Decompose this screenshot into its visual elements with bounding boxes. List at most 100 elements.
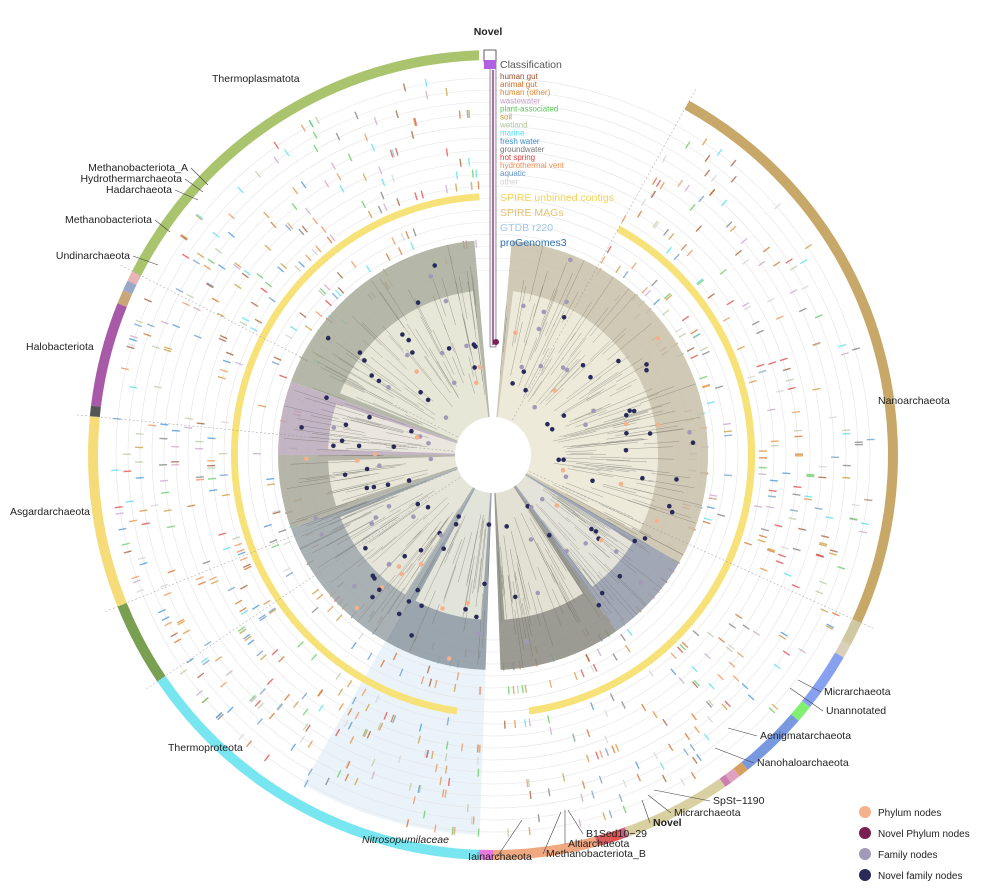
habitat-tick — [842, 476, 851, 479]
habitat-tick — [121, 542, 130, 546]
tree-branch — [423, 577, 436, 601]
habitat-tick — [804, 495, 813, 498]
habitat-tick — [806, 473, 815, 476]
habitat-tick — [704, 154, 711, 163]
habitat-tick — [182, 629, 191, 635]
habitat-tick — [445, 87, 448, 96]
habitat-tick — [792, 547, 801, 552]
habitat-tick — [151, 345, 160, 350]
tree-branch — [329, 495, 399, 525]
tree-node — [405, 352, 410, 358]
tree-branch — [576, 561, 611, 605]
habitat-tick — [724, 474, 733, 477]
habitat-tick — [405, 231, 410, 240]
tree-node — [370, 594, 375, 600]
tree-node — [623, 448, 629, 453]
tree-branch — [561, 359, 578, 378]
habitat-tick — [757, 539, 766, 543]
habitat-tick — [254, 170, 262, 178]
tree-branch — [457, 532, 473, 583]
tree-branch — [605, 438, 643, 443]
habitat-tick — [441, 789, 445, 798]
habitat-tick — [527, 779, 530, 788]
tree-branch — [327, 474, 405, 493]
habitat-tick — [706, 715, 714, 723]
habitat-tick — [244, 635, 252, 642]
habitat-tick — [591, 790, 595, 799]
habitat-tick — [453, 827, 456, 836]
tree-branch — [443, 324, 455, 353]
habitat-tick — [648, 670, 655, 678]
habitat-tick — [653, 298, 660, 306]
tree-node — [369, 521, 375, 526]
habitat-tick — [173, 638, 182, 644]
tree-branch — [432, 295, 447, 330]
tree-node — [564, 299, 569, 305]
habitat-tick — [172, 323, 181, 329]
habitat-tick — [378, 722, 384, 731]
habitat-tick — [312, 131, 318, 139]
tree-branch — [540, 506, 580, 550]
tree-branch — [569, 403, 611, 422]
habitat-tick — [129, 334, 138, 339]
habitat-tick — [798, 307, 807, 313]
classification-swatch — [484, 60, 496, 69]
habitat-tick — [651, 279, 658, 287]
habitat-tick — [237, 551, 246, 556]
habitat-tick — [396, 198, 401, 207]
habitat-tick — [803, 498, 812, 501]
tree-node — [426, 441, 431, 446]
habitat-tick — [240, 609, 249, 615]
sector-divider — [74, 414, 454, 452]
tree-node — [532, 404, 537, 410]
habitat-tick — [344, 773, 350, 782]
tree-node — [624, 431, 629, 436]
tree-branch — [497, 551, 502, 622]
tree-node — [356, 443, 362, 449]
tree-branch — [586, 384, 617, 402]
habitat-tick — [195, 478, 205, 481]
leader-undinarchaeota — [132, 255, 159, 266]
tree-branch — [556, 459, 632, 467]
habitat-tick — [685, 141, 691, 149]
habitat-tick — [362, 728, 367, 737]
habitat-tick — [385, 253, 391, 261]
tree-node — [477, 364, 483, 370]
habitat-tick — [748, 379, 757, 384]
habitat-tick — [323, 283, 331, 291]
tree-branch — [553, 430, 597, 442]
tree-branch — [455, 280, 472, 356]
tree-branch — [514, 517, 537, 581]
tree-node — [414, 369, 420, 374]
habitat-tick — [458, 110, 461, 119]
tree-node — [313, 515, 319, 521]
habitat-legend-item: other — [500, 177, 519, 186]
habitat-tick — [774, 524, 783, 528]
tree-branch — [590, 487, 657, 510]
habitat-tick — [202, 659, 210, 666]
habitat-tick — [160, 423, 169, 426]
habitat-tick — [218, 337, 227, 343]
habitat-tick — [814, 314, 823, 319]
tree-branch — [477, 593, 484, 666]
tree-branch — [316, 361, 359, 384]
tree-branch — [413, 522, 429, 539]
tree-node — [482, 581, 487, 587]
tree-branch — [512, 581, 524, 650]
tree-branch — [341, 379, 408, 414]
phylum-leader-lines — [74, 87, 876, 858]
habitat-tick — [428, 678, 433, 687]
tree-branch — [452, 539, 463, 564]
habitat-tick — [280, 262, 288, 270]
label-undinarchaeota: Undinarchaeota — [56, 250, 130, 262]
tree-branch — [598, 393, 659, 417]
habitat-tick — [135, 476, 144, 479]
tree-node — [556, 457, 561, 463]
tree-node — [656, 422, 661, 427]
tree-branch — [379, 277, 408, 321]
node-legend-label: Family nodes — [878, 850, 937, 861]
habitat-tick — [277, 266, 285, 273]
habitat-tick — [218, 264, 226, 270]
tree-branch — [379, 291, 411, 336]
